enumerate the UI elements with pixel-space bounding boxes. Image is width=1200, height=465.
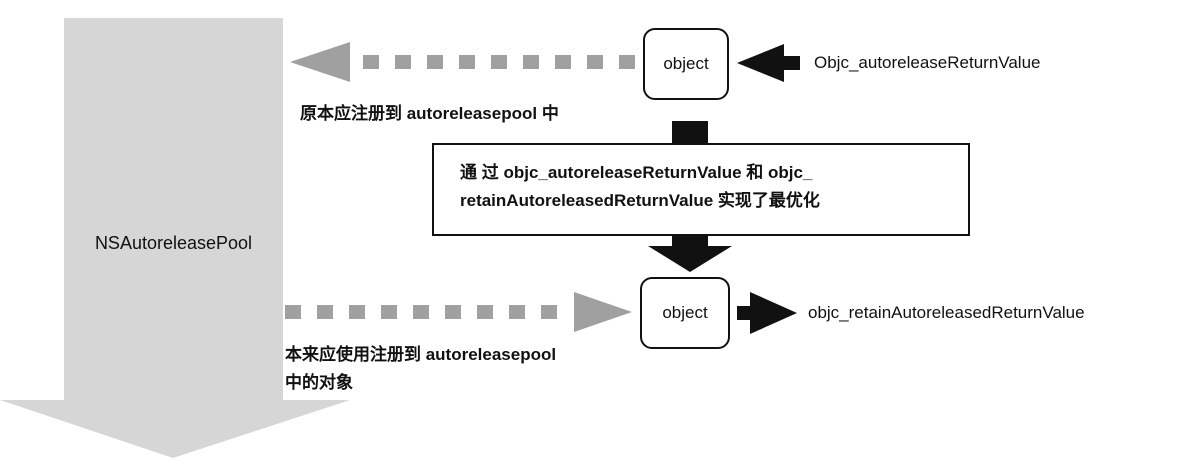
bottom-dashed-arrow [285,292,632,332]
center-black-arrow [648,121,732,272]
optimization-box: 通 过 objc_autoreleaseReturnValue 和 objc_ … [432,143,970,236]
bottom-object-label: object [662,303,708,322]
top-function-label: Objc_autoreleaseReturnValue [814,53,1041,72]
optimization-line-1: 通 过 objc_autoreleaseReturnValue 和 objc_ [460,163,813,182]
bottom-function-label: objc_retainAutoreleasedReturnValue [808,303,1085,322]
top-dashed-arrow [290,42,635,82]
top-dashed-arrow-head [290,42,350,82]
bottom-black-arrow [737,292,797,334]
bottom-caption-line-2: 中的对象 [285,373,353,392]
bottom-dashed-arrow-head [574,292,632,332]
bottom-caption-line-1: 本来应使用注册到 autoreleasepool [285,345,557,364]
bottom-object-box: object [640,277,730,349]
top-object-label: object [663,54,709,73]
autorelease-pool-arrow [0,18,350,458]
top-black-arrow [737,44,800,82]
top-caption: 原本应注册到 autoreleasepool 中 [300,104,559,123]
top-object-box: object [643,28,729,100]
autorelease-pool-label: NSAutoreleasePool [94,233,253,253]
optimization-line-2: retainAutoreleasedReturnValue 实现了最优化 [460,191,820,210]
